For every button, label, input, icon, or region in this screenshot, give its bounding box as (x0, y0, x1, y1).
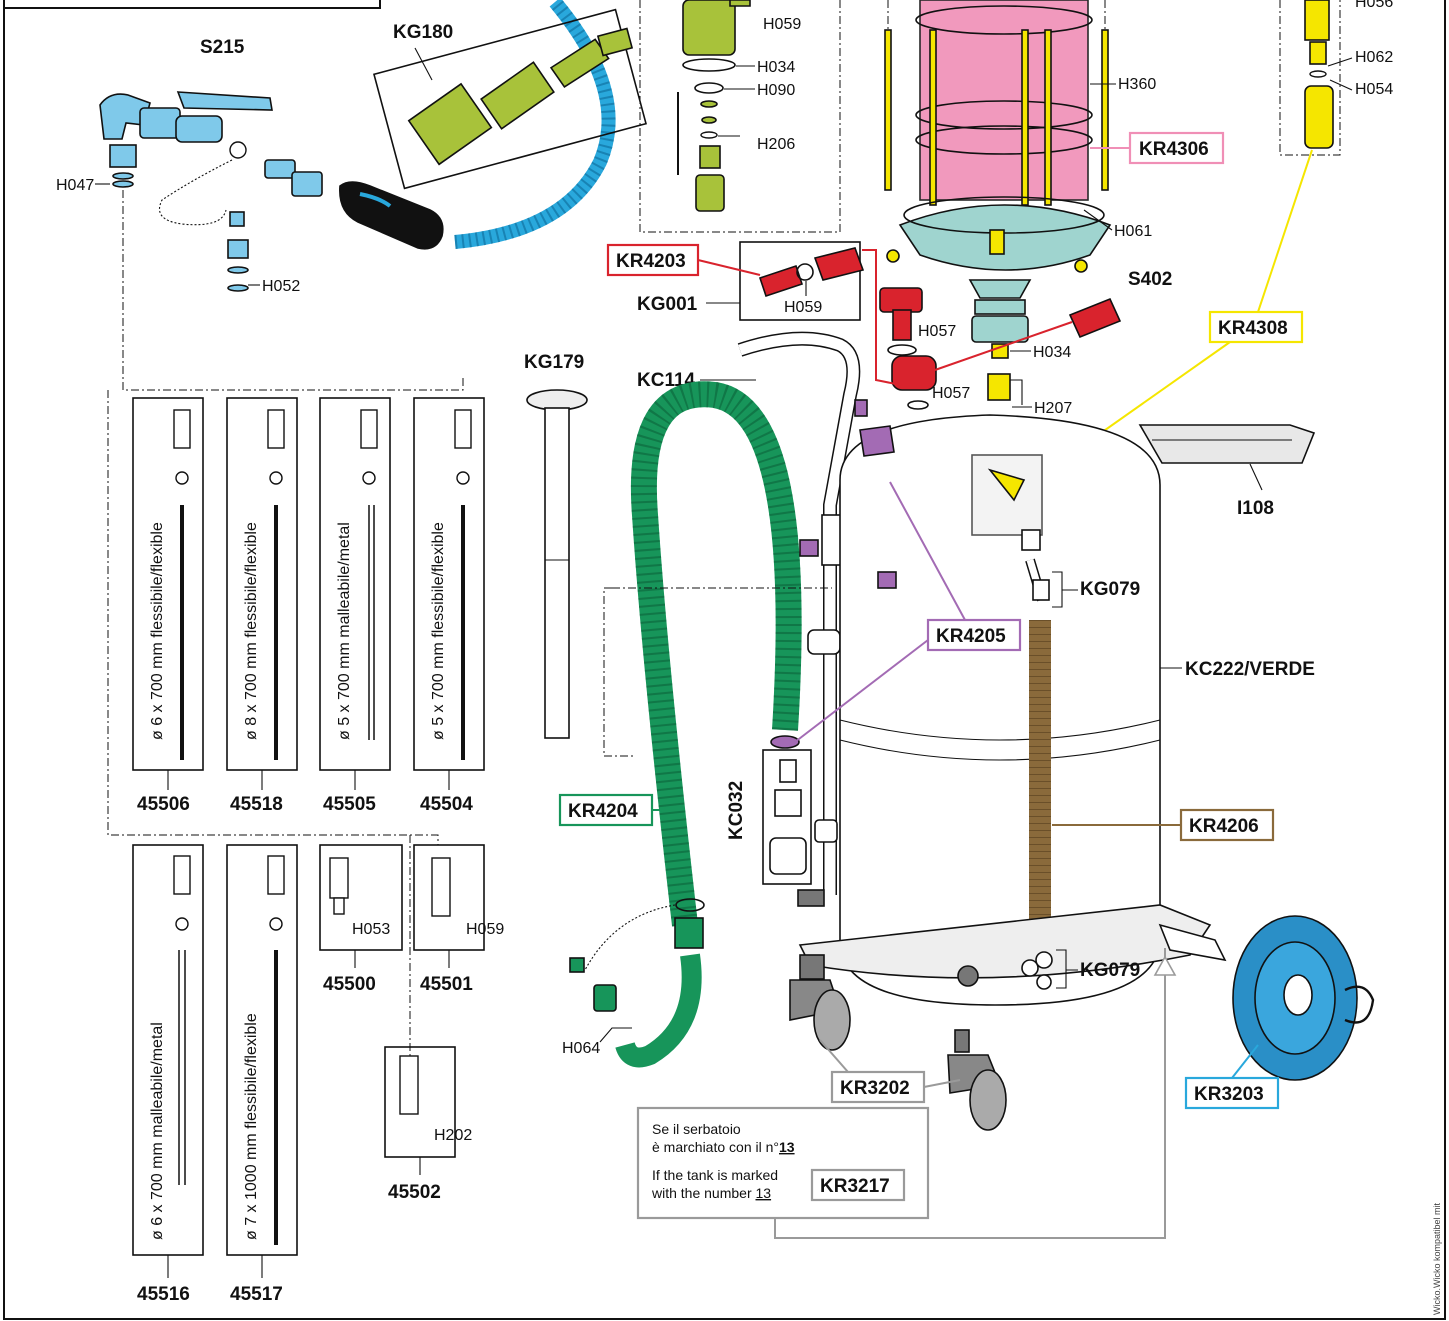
label-KG001: KG001 (637, 294, 698, 315)
code-45500: 45500 (323, 974, 376, 995)
label-H059-acc: H059 (466, 921, 504, 938)
red-quick-couplers (758, 247, 865, 298)
label-KC032: KC032 (726, 781, 747, 840)
s215-valve-assembly (99, 91, 444, 292)
page-border (3, 0, 1446, 1320)
box-KR4206 (1179, 808, 1275, 842)
side-note: Wicko.Wicko kompatibel mit (1432, 1202, 1442, 1315)
label-H062: H062 (1355, 49, 1393, 66)
box-KC032 (762, 749, 812, 885)
probe-desc-45505: ø 5 x 700 mm malleabile/metal (336, 522, 353, 740)
label-H360: H360 (1118, 76, 1156, 93)
probe-desc-45517: ø 7 x 1000 mm flessibile/flexible (243, 1013, 260, 1240)
adapters (319, 844, 485, 1158)
code-45502: 45502 (388, 1182, 441, 1203)
label-H057-b: H057 (932, 385, 970, 402)
probe-box-45505 (319, 397, 391, 771)
label-S215: S215 (200, 37, 245, 58)
probe-box-45518 (226, 397, 298, 771)
label-H059-mid: H059 (784, 299, 822, 316)
label-H057-a: H057 (918, 323, 956, 340)
tank-kc222 (798, 414, 1227, 1006)
i108-drip-tray (1138, 424, 1316, 464)
label-S402: S402 (1128, 269, 1172, 290)
probe-box-45506 (132, 397, 204, 771)
label-KG079-a: KG079 (1080, 579, 1140, 600)
kc032-fittings (769, 759, 838, 875)
code-45516: 45516 (137, 1284, 190, 1305)
label-H206: H206 (757, 136, 795, 153)
sight-glass-assembly (884, 0, 1112, 273)
label-H207: H207 (1034, 400, 1072, 417)
label-KR3202: KR3202 (840, 1078, 910, 1099)
probe-row-1 (132, 397, 485, 771)
label-KR4306: KR4306 (1139, 139, 1209, 160)
green-cap-chain (569, 904, 676, 1012)
box-KR3217 (810, 1168, 906, 1202)
kr3203-wheel (1232, 915, 1375, 1081)
purple-fittings (770, 399, 897, 749)
probe-desc-45516: ø 6 x 700 mm malleabile/metal (149, 1022, 166, 1240)
label-KR4308: KR4308 (1218, 318, 1288, 339)
label-KR4206: KR4206 (1189, 816, 1259, 837)
label-H059-top: H059 (763, 16, 801, 33)
adapter-box-45500 (319, 844, 403, 951)
green-coupling-parts (677, 0, 751, 212)
label-H056: H056 (1355, 0, 1393, 11)
label-KR4205: KR4205 (936, 626, 1006, 647)
label-KG079-b: KG079 (1080, 960, 1140, 981)
label-KG179: KG179 (524, 352, 584, 373)
probe-desc-45518: ø 8 x 700 mm flessibile/flexible (243, 522, 260, 740)
label-KC222: KC222/VERDE (1185, 659, 1315, 680)
note-it-line1: Se il serbatoio (652, 1121, 741, 1137)
label-KG180: KG180 (393, 22, 453, 43)
kr3202-casters (789, 889, 1007, 1131)
kg179-dipstick-tube (526, 389, 588, 739)
label-H052: H052 (262, 278, 300, 295)
label-H090: H090 (757, 82, 795, 99)
note-en-line2: with the number 13 (651, 1185, 771, 1201)
probe-box-45516 (132, 844, 204, 1256)
box-KR4306 (1128, 131, 1225, 165)
code-45517: 45517 (230, 1284, 283, 1305)
note-it-line2: è marchiato con il n°13 (652, 1139, 795, 1155)
note-en-line1: If the tank is marked (652, 1167, 778, 1183)
label-KR3203: KR3203 (1194, 1084, 1264, 1105)
yellow-valve-column (1279, 0, 1341, 156)
box-KR4205 (926, 618, 1022, 652)
box-KR4203 (606, 243, 700, 277)
label-I108: I108 (1237, 498, 1274, 519)
label-H047: H047 (56, 177, 94, 194)
kg180-coupler-box (373, 8, 647, 190)
probe-row-2 (132, 844, 298, 1256)
code-45504: 45504 (420, 794, 473, 815)
probe-desc-45506: ø 6 x 700 mm flessibile/flexible (149, 522, 166, 740)
probe-desc-45504: ø 5 x 700 mm flessibile/flexible (430, 522, 447, 740)
label-H034-top: H034 (757, 59, 795, 76)
code-45518: 45518 (230, 794, 283, 815)
code-45505: 45505 (323, 794, 376, 815)
label-KR4203: KR4203 (616, 251, 686, 272)
probe-box-45504 (413, 397, 485, 771)
box-KG001 (739, 241, 861, 321)
code-45506: 45506 (137, 794, 190, 815)
label-H064: H064 (562, 1040, 600, 1057)
box-KR4308 (1208, 310, 1304, 344)
label-H034-mid: H034 (1033, 344, 1071, 361)
label-H061: H061 (1114, 223, 1152, 240)
title-box-fragment (3, 0, 381, 9)
label-H053: H053 (352, 921, 390, 938)
label-KR4204: KR4204 (568, 801, 638, 822)
glass-base-fittings (879, 279, 1122, 410)
label-H054: H054 (1355, 81, 1393, 98)
probe-box-45517 (226, 844, 298, 1256)
label-KR3217: KR3217 (820, 1176, 890, 1197)
code-45501: 45501 (420, 974, 473, 995)
label-H202: H202 (434, 1127, 472, 1144)
